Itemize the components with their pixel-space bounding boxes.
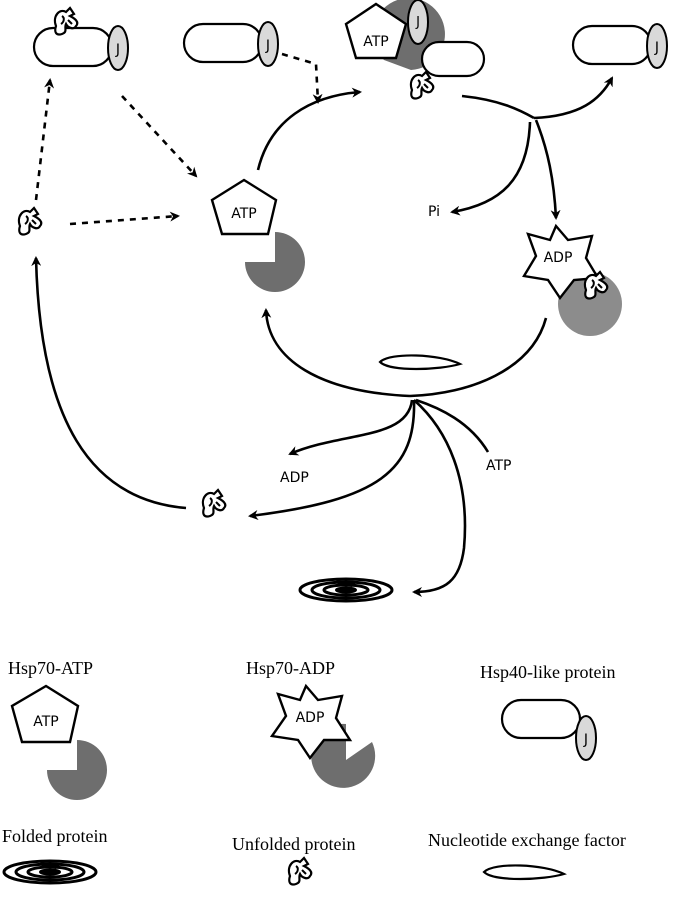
arrow-release-unfolded [248, 399, 416, 520]
legend-adp-symbol: ADP [296, 710, 325, 726]
arrow-hsp40-release [533, 76, 614, 120]
arrow-to-adp [534, 119, 561, 220]
dashed-arrows [34, 52, 323, 226]
arrow-adp-release [288, 399, 414, 456]
nucleotide-exchange-factor-in-cycle [378, 354, 462, 371]
dashed-arrow-diagonal [121, 95, 198, 178]
legend-hsp40-icon: J [500, 698, 597, 761]
ternary-complex: ATP J [344, 0, 486, 100]
atp-label: ATP [363, 34, 388, 50]
legend-hsp70-adp-icon: ADP [269, 683, 376, 788]
hsp70-adp-substrate-complex: ADP [522, 223, 622, 336]
adp-release-label: ADP [280, 470, 309, 486]
legend-unfolded-label: Unfolded protein [232, 834, 355, 854]
legend-folded-label: Folded protein [2, 826, 108, 846]
unfolded-protein-left [17, 206, 43, 236]
hsp40-released: J [571, 22, 669, 70]
arrow-rebind-left [31, 256, 187, 510]
pi-label: Pi [428, 204, 440, 220]
hsp40-substrate-complex: J [32, 6, 130, 72]
legend-hsp70-adp-label: Hsp70-ADP [246, 658, 335, 678]
legend-nef-label: Nucleotide exchange factor [428, 830, 626, 850]
legend: Hsp70-ATP ATP Hsp70-ADP ADP Hsp40-like p… [2, 658, 626, 886]
cycle-arrows [31, 76, 614, 597]
legend-j-symbol: J [583, 732, 588, 748]
arrow-pi [450, 121, 532, 216]
arrow-ternary-out [461, 94, 535, 120]
dashed-arrow-right [69, 211, 180, 226]
unfolded-protein-released [201, 488, 227, 518]
atp-binding-label: ATP [486, 458, 511, 474]
j-label: J [265, 38, 270, 54]
arrow-adp-to-hub [409, 317, 548, 398]
legend-atp-symbol: ATP [33, 714, 58, 730]
adp-label: ADP [544, 250, 573, 266]
arrow-to-ternary [256, 87, 362, 171]
legend-unfolded-icon [287, 856, 313, 886]
folded-protein-product [298, 577, 394, 603]
legend-hsp40-label: Hsp40-like protein [480, 662, 615, 682]
dashed-arrow-hsp40-join [281, 52, 323, 104]
j-label: J [415, 15, 420, 30]
atp-label: ATP [231, 206, 256, 222]
legend-hsp70-atp-label: Hsp70-ATP [8, 658, 93, 678]
j-label: J [115, 42, 120, 58]
arrow-to-folded [412, 399, 467, 597]
legend-folded-icon [2, 859, 98, 885]
dashed-arrow-up [34, 78, 55, 201]
legend-hsp70-atp-icon: ATP [10, 684, 107, 800]
arrow-atp-binding [415, 398, 490, 453]
j-label: J [654, 40, 659, 56]
hsp70-atp-state: ATP [210, 178, 305, 292]
arrow-hub-to-atp [261, 308, 411, 398]
legend-nef-icon [482, 864, 566, 881]
hsp40-free: J [182, 20, 280, 68]
